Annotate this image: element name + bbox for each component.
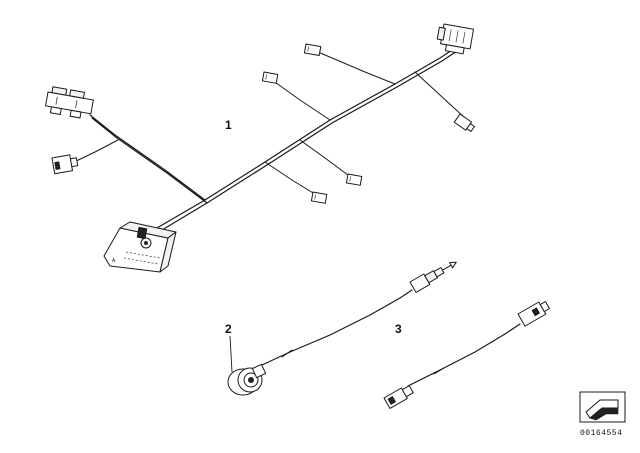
connector-middle-right [345,173,363,186]
sensor-cable [261,289,413,366]
branch-top-left [89,114,206,201]
plug-top [517,301,550,327]
round-plug [227,363,267,396]
connector-top-small [303,43,322,56]
connector-right-small [453,113,475,132]
wiring-harness-1: A [45,23,475,273]
branch-middle-right [299,139,353,179]
arrow-box-icon [579,391,626,423]
harness-trunk [149,47,456,233]
svg-text:A: A [112,258,116,264]
connector-large: A [103,221,177,273]
sensor-cable-2 [227,261,457,396]
branch-small-left [69,139,119,165]
connector-top-center [261,71,279,84]
label-part-1: 1 [225,118,232,132]
connector-small-left [51,154,79,175]
cable-3 [383,301,550,409]
cable-3-line [407,323,521,387]
connector-top-right [436,23,475,55]
plug-bottom [383,385,414,409]
branch-right-down [414,71,466,119]
branch-middle-lower [264,161,319,197]
label-part-3: 3 [395,322,402,336]
connector-top-left [45,86,94,119]
connector-middle-lower [310,191,328,204]
branch-top-center [271,79,331,121]
branch-top-right-small [317,51,396,85]
sensor-tip [409,261,457,293]
label-2-leader [229,335,233,373]
label-part-2: 2 [225,322,232,336]
diagram-number: 00164554 [580,429,623,438]
